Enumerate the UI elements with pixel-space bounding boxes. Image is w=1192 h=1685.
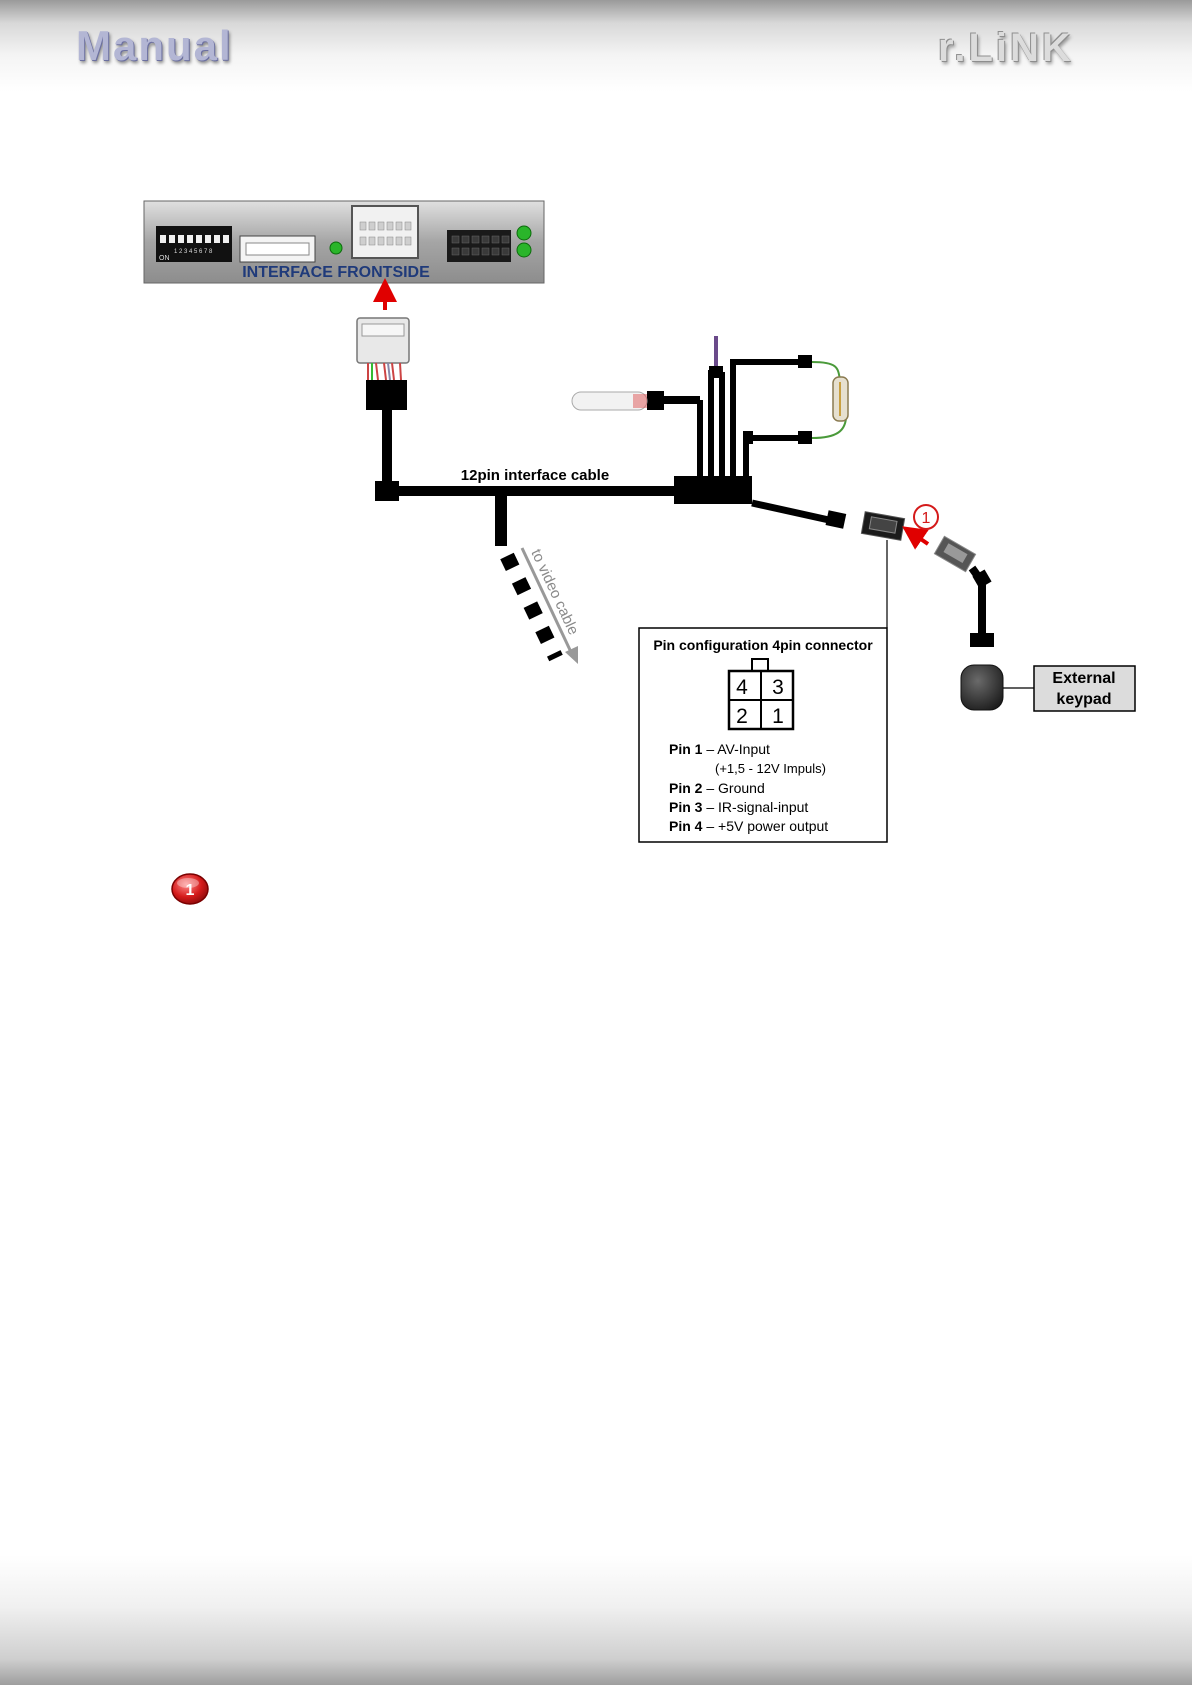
black-pin bbox=[462, 248, 469, 255]
dip-toggle bbox=[169, 229, 175, 235]
black-pin bbox=[492, 236, 499, 243]
white-connector bbox=[240, 236, 315, 262]
connect-arrow bbox=[912, 533, 928, 544]
socket-pin bbox=[387, 237, 393, 245]
pin-desc-row-0: Pin 1 – AV-Input bbox=[669, 741, 770, 757]
socket-pin bbox=[396, 222, 402, 230]
dip-toggle bbox=[223, 229, 229, 235]
footer-band bbox=[0, 1555, 1192, 1685]
pin-desc: (+1,5 - 12V Impuls) bbox=[715, 761, 826, 776]
pin-desc: – Ground bbox=[702, 780, 764, 796]
pin-config-box: Pin configuration 4pin connector 4 3 2 1… bbox=[639, 628, 887, 842]
interface-frontside-label: INTERFACE FRONTSIDE bbox=[242, 264, 430, 281]
pin-desc-row-2: Pin 2 – Ground bbox=[669, 780, 765, 796]
pin-desc-row-1: (+1,5 - 12V Impuls) bbox=[715, 761, 826, 776]
black-pin bbox=[482, 248, 489, 255]
socket-pin bbox=[369, 237, 375, 245]
pin-name: Pin 4 bbox=[669, 818, 703, 834]
diagram-marker-number: 1 bbox=[922, 510, 931, 527]
status-led bbox=[330, 242, 342, 254]
pin-name: Pin 3 bbox=[669, 799, 703, 815]
keypad-label-line1: External bbox=[1052, 670, 1115, 687]
dip-toggle bbox=[187, 229, 193, 235]
main-cable-label: 12pin interface cable bbox=[461, 467, 609, 484]
socket-pin bbox=[369, 222, 375, 230]
pin-desc: – AV-Input bbox=[702, 741, 770, 757]
interface-device: ON 1 2 3 4 5 6 7 8 INTERFACE FRONTSIDE bbox=[144, 201, 544, 283]
black-pin bbox=[472, 248, 479, 255]
socket-pin bbox=[378, 222, 384, 230]
dip-number-label: 1 2 3 4 5 6 7 8 bbox=[174, 249, 213, 255]
pin-name: Pin 1 bbox=[669, 741, 703, 757]
dip-toggle bbox=[214, 229, 220, 235]
socket-pin bbox=[378, 237, 384, 245]
dip-toggle bbox=[160, 229, 166, 235]
12pin-socket bbox=[352, 206, 418, 258]
legend-marker-1: 1 bbox=[172, 874, 208, 904]
led-green-top bbox=[517, 226, 531, 240]
socket-pin bbox=[360, 222, 366, 230]
black-pin bbox=[502, 236, 509, 243]
socket-pin bbox=[387, 222, 393, 230]
keypad-label-line2: keypad bbox=[1056, 691, 1111, 708]
dip-toggle bbox=[205, 229, 211, 235]
socket-pin bbox=[405, 222, 411, 230]
socket-pin bbox=[405, 237, 411, 245]
socket-pin bbox=[360, 237, 366, 245]
pin-desc: – +5V power output bbox=[702, 818, 828, 834]
video-cable-label: to video cable bbox=[527, 547, 582, 638]
external-keypad: External keypad bbox=[961, 665, 1135, 711]
dip-switch: ON 1 2 3 4 5 6 7 8 bbox=[156, 226, 232, 262]
pin-grid-2: 2 bbox=[736, 705, 748, 728]
diagram-marker-1: 1 bbox=[914, 505, 938, 529]
bullet-plug bbox=[572, 392, 647, 410]
pin-desc: – IR-signal-input bbox=[702, 799, 808, 815]
pin-config-title: Pin configuration 4pin connector bbox=[653, 637, 873, 653]
legend-marker-number: 1 bbox=[186, 882, 195, 899]
pin-grid-3: 3 bbox=[772, 676, 784, 699]
black-pin bbox=[492, 248, 499, 255]
pin-name: Pin 2 bbox=[669, 780, 703, 796]
pin-grid-1: 1 bbox=[772, 705, 784, 728]
dip-on-label: ON bbox=[159, 255, 170, 262]
keypad-cable bbox=[934, 536, 994, 647]
led-green-bottom bbox=[517, 243, 531, 257]
black-pin bbox=[482, 236, 489, 243]
black-pin bbox=[472, 236, 479, 243]
cable-harness bbox=[357, 318, 905, 658]
black-connector bbox=[447, 230, 511, 262]
black-pin bbox=[462, 236, 469, 243]
pin-desc-row-4: Pin 4 – +5V power output bbox=[669, 818, 828, 834]
socket-pin bbox=[396, 237, 402, 245]
black-pin bbox=[452, 236, 459, 243]
pin-desc-row-3: Pin 3 – IR-signal-input bbox=[669, 799, 808, 815]
pin-grid-4: 4 bbox=[736, 676, 748, 699]
dip-toggle bbox=[196, 229, 202, 235]
black-pin bbox=[452, 248, 459, 255]
black-pin bbox=[502, 248, 509, 255]
dip-toggle bbox=[178, 229, 184, 235]
